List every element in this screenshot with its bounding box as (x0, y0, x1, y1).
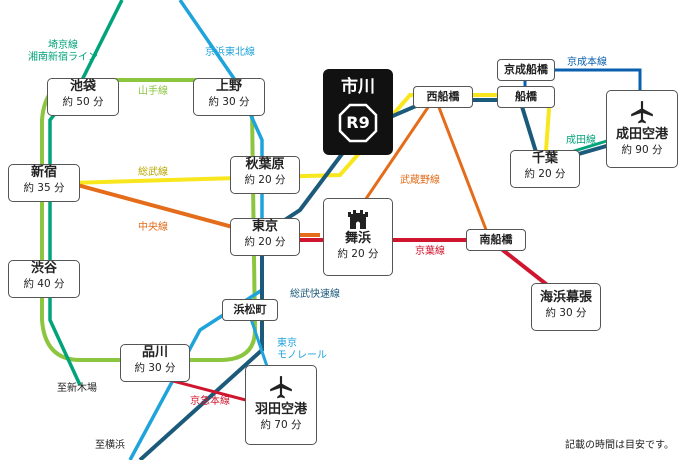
label-to-shinkiba: 至新木場 (57, 383, 97, 394)
label-keiyo: 京葉線 (415, 246, 445, 257)
airplane-icon (631, 101, 653, 124)
station-ikebukuro[interactable]: 池袋 約 50 分 (47, 78, 119, 116)
station-haneda-airport[interactable]: 羽田空港 約 70 分 (245, 365, 317, 445)
station-name: 東京 (251, 219, 278, 234)
station-time: 約 35 分 (23, 182, 65, 194)
station-tokyo[interactable]: 東京 約 20 分 (230, 218, 300, 256)
station-chiba[interactable]: 千葉 約 20 分 (510, 150, 580, 188)
station-name: 羽田空港 (254, 402, 307, 417)
station-narita-airport[interactable]: 成田空港 約 90 分 (606, 90, 678, 168)
station-time: 約 30 分 (208, 96, 250, 108)
label-narita-line: 成田線 (566, 135, 596, 146)
station-time: 約 20 分 (337, 248, 379, 260)
station-name: 池袋 (69, 79, 96, 94)
station-code: R9 (346, 113, 370, 132)
label-chuo: 中央線 (138, 222, 168, 233)
station-kaihin-makuhari[interactable]: 海浜幕張 約 30 分 (531, 283, 601, 331)
station-time: 約 30 分 (134, 362, 176, 374)
label-to-yokohama: 至横浜 (95, 440, 125, 451)
label-keihin-tohoku: 京浜東北線 (205, 47, 255, 58)
station-time: 約 70 分 (260, 419, 302, 431)
station-keisei-funabashi[interactable]: 京成船橋 (497, 59, 555, 81)
station-time: 約 50 分 (62, 96, 104, 108)
station-name: 品川 (141, 345, 168, 360)
airplane-icon (270, 376, 292, 399)
label-monorail: 東京 モノレール (277, 338, 327, 361)
station-maihama[interactable]: 舞浜 約 20 分 (323, 198, 393, 276)
station-name: 渋谷 (30, 261, 57, 276)
label-keisei: 京成本線 (567, 57, 607, 68)
station-time: 約 20 分 (244, 236, 286, 248)
center-station-name: 市川 (341, 77, 375, 97)
station-name: 海浜幕張 (539, 290, 592, 305)
label-saikyo: 埼京線 湘南新宿ライン (28, 40, 98, 63)
station-time: 約 20 分 (524, 168, 566, 180)
station-nishi-funabashi[interactable]: 西船橋 (413, 86, 473, 108)
station-ueno[interactable]: 上野 約 30 分 (193, 78, 265, 116)
footnote: 記載の時間は目安です。 (565, 440, 674, 451)
center-station-ichikawa[interactable]: 市川 R9 (323, 69, 393, 155)
station-shibuya[interactable]: 渋谷 約 40 分 (8, 260, 80, 298)
station-time: 約 20 分 (244, 174, 286, 186)
station-name: 舞浜 (344, 231, 371, 246)
station-minami-funabashi[interactable]: 南船橋 (466, 229, 526, 251)
station-number-badge: R9 (338, 103, 378, 143)
saikyo-line (48, 0, 124, 386)
label-sobu-rapid: 総武快速線 (290, 289, 340, 300)
station-name: 上野 (215, 79, 242, 94)
station-hamamatsucho[interactable]: 浜松町 (222, 299, 278, 321)
station-akihabara[interactable]: 秋葉原 約 20 分 (230, 156, 300, 194)
station-name: 成田空港 (615, 127, 668, 142)
keisei-line (525, 68, 642, 95)
station-time: 約 40 分 (23, 278, 65, 290)
station-shinagawa[interactable]: 品川 約 30 分 (120, 344, 190, 382)
station-time: 約 90 分 (621, 144, 663, 156)
station-name: 千葉 (531, 151, 558, 166)
label-yamanote: 山手線 (138, 86, 168, 97)
label-musashino: 武蔵野線 (400, 175, 440, 186)
castle-icon (348, 210, 368, 229)
station-name: 新宿 (30, 165, 57, 180)
station-shinjuku[interactable]: 新宿 約 35 分 (8, 164, 80, 202)
station-time: 約 30 分 (545, 307, 587, 319)
label-sobu: 総武線 (138, 167, 168, 178)
station-name: 秋葉原 (245, 157, 285, 172)
station-funabashi[interactable]: 船橋 (497, 86, 555, 108)
label-keikyu: 京急本線 (190, 396, 230, 407)
